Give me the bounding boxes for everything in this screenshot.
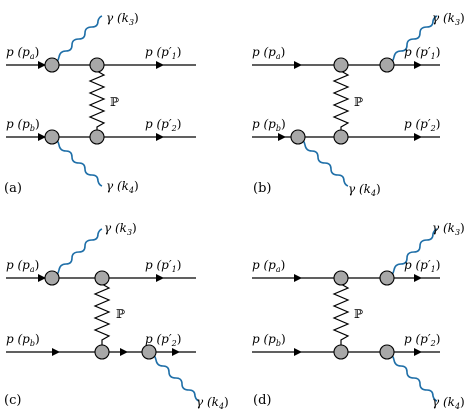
label-photon-bottom: γ (k4)	[432, 395, 465, 411]
arrow-out-bottom	[172, 348, 180, 356]
label-out-top: p (p′1)	[404, 45, 440, 61]
arrow-out-top	[156, 274, 164, 282]
arrow-out-top	[156, 61, 164, 69]
label-out-bottom: p (p′2)	[404, 332, 440, 348]
vertex-photon-top	[44, 270, 60, 286]
label-out-bottom: p (p′2)	[145, 117, 181, 133]
photon-bottom	[51, 136, 103, 187]
vertex-pomeron-bottom	[89, 129, 105, 145]
vertex-pomeron-bottom	[94, 344, 110, 360]
pomeron-zigzag	[332, 278, 350, 352]
label-photon-top: γ (k3)	[432, 221, 465, 237]
panel-c: p (pa) p (pb) p (p′1) p (p′2) γ (k3) γ (…	[4, 221, 229, 411]
arrow-in-top	[294, 274, 302, 282]
label-photon-bottom: γ (k4)	[196, 395, 229, 411]
label-out-top: p (p′1)	[404, 258, 440, 274]
label-out-bottom: p (p′2)	[404, 117, 440, 133]
vertex-photon-top	[44, 57, 60, 73]
panel-tag: (b)	[253, 181, 271, 196]
arrow-out-top	[414, 274, 422, 282]
vertex-pomeron-top	[333, 57, 349, 73]
arrow-in-top	[38, 274, 46, 282]
pomeron-zigzag	[332, 65, 350, 137]
vertex-photon-top	[379, 57, 395, 73]
label-in-bottom: p (pb)	[6, 332, 40, 348]
photon-bottom	[148, 351, 200, 402]
arrow-in-bottom	[278, 133, 286, 141]
label-photon-bottom: γ (k4)	[106, 179, 139, 195]
label-in-top: p (pa)	[252, 258, 285, 274]
vertex-pomeron-top	[94, 270, 110, 286]
arrow-in-top	[38, 61, 46, 69]
panel-a: p (pa) p (pb) p (p′1) p (p′2) γ (k3) γ (…	[4, 11, 196, 196]
arrow-out-bottom	[156, 133, 164, 141]
label-in-bottom: p (pb)	[252, 332, 286, 348]
label-out-top: p (p′1)	[145, 45, 181, 61]
label-in-top: p (pa)	[6, 45, 39, 61]
label-out-top: p (p′1)	[145, 258, 181, 274]
label-photon-top: γ (k3)	[106, 11, 139, 27]
label-out-bottom: p (p′2)	[145, 332, 181, 348]
arrow-out-bottom	[414, 348, 422, 356]
vertex-photon-bottom	[44, 129, 60, 145]
label-in-top: p (pa)	[252, 45, 285, 61]
arrow-in-bottom	[38, 133, 46, 141]
photon-top	[51, 228, 103, 279]
label-photon-top: γ (k3)	[432, 11, 465, 27]
panel-tag: (d)	[253, 393, 271, 408]
photon-top	[386, 15, 438, 66]
arrow-mid-bottom	[120, 348, 128, 356]
label-pomeron: ℙ	[116, 307, 125, 321]
vertex-photon-top	[379, 270, 395, 286]
panel-tag: (a)	[4, 181, 22, 196]
label-pomeron: ℙ	[354, 307, 363, 321]
label-photon-bottom: γ (k4)	[348, 182, 381, 198]
pomeron-zigzag	[93, 278, 111, 352]
vertex-photon-bottom	[379, 344, 395, 360]
arrow-in-bottom	[294, 348, 302, 356]
arrow-in-top	[294, 61, 302, 69]
vertex-photon-bottom	[141, 344, 157, 360]
label-pomeron: ℙ	[110, 95, 119, 109]
photon-top	[386, 228, 438, 279]
vertex-pomeron-bottom	[333, 129, 349, 145]
arrow-in-bottom	[52, 348, 60, 356]
vertex-pomeron-top	[89, 57, 105, 73]
vertex-pomeron-bottom	[333, 344, 349, 360]
vertex-pomeron-top	[333, 270, 349, 286]
label-in-bottom: p (pb)	[252, 117, 286, 133]
photon-top	[51, 15, 103, 66]
label-in-bottom: p (pb)	[6, 117, 40, 133]
panel-d: p (pa) p (pb) p (p′1) p (p′2) γ (k3) γ (…	[252, 221, 465, 411]
label-in-top: p (pa)	[6, 258, 39, 274]
vertex-photon-bottom	[290, 129, 306, 145]
panel-b: p (pa) p (pb) p (p′1) p (p′2) γ (k3) γ (…	[252, 11, 465, 198]
label-photon-top: γ (k3)	[104, 221, 137, 237]
photon-bottom	[386, 351, 438, 402]
arrow-out-bottom	[414, 133, 422, 141]
label-pomeron: ℙ	[354, 95, 363, 109]
panel-tag: (c)	[4, 393, 21, 408]
pomeron-zigzag	[88, 65, 106, 137]
arrow-out-top	[414, 61, 422, 69]
photon-bottom	[297, 136, 349, 187]
